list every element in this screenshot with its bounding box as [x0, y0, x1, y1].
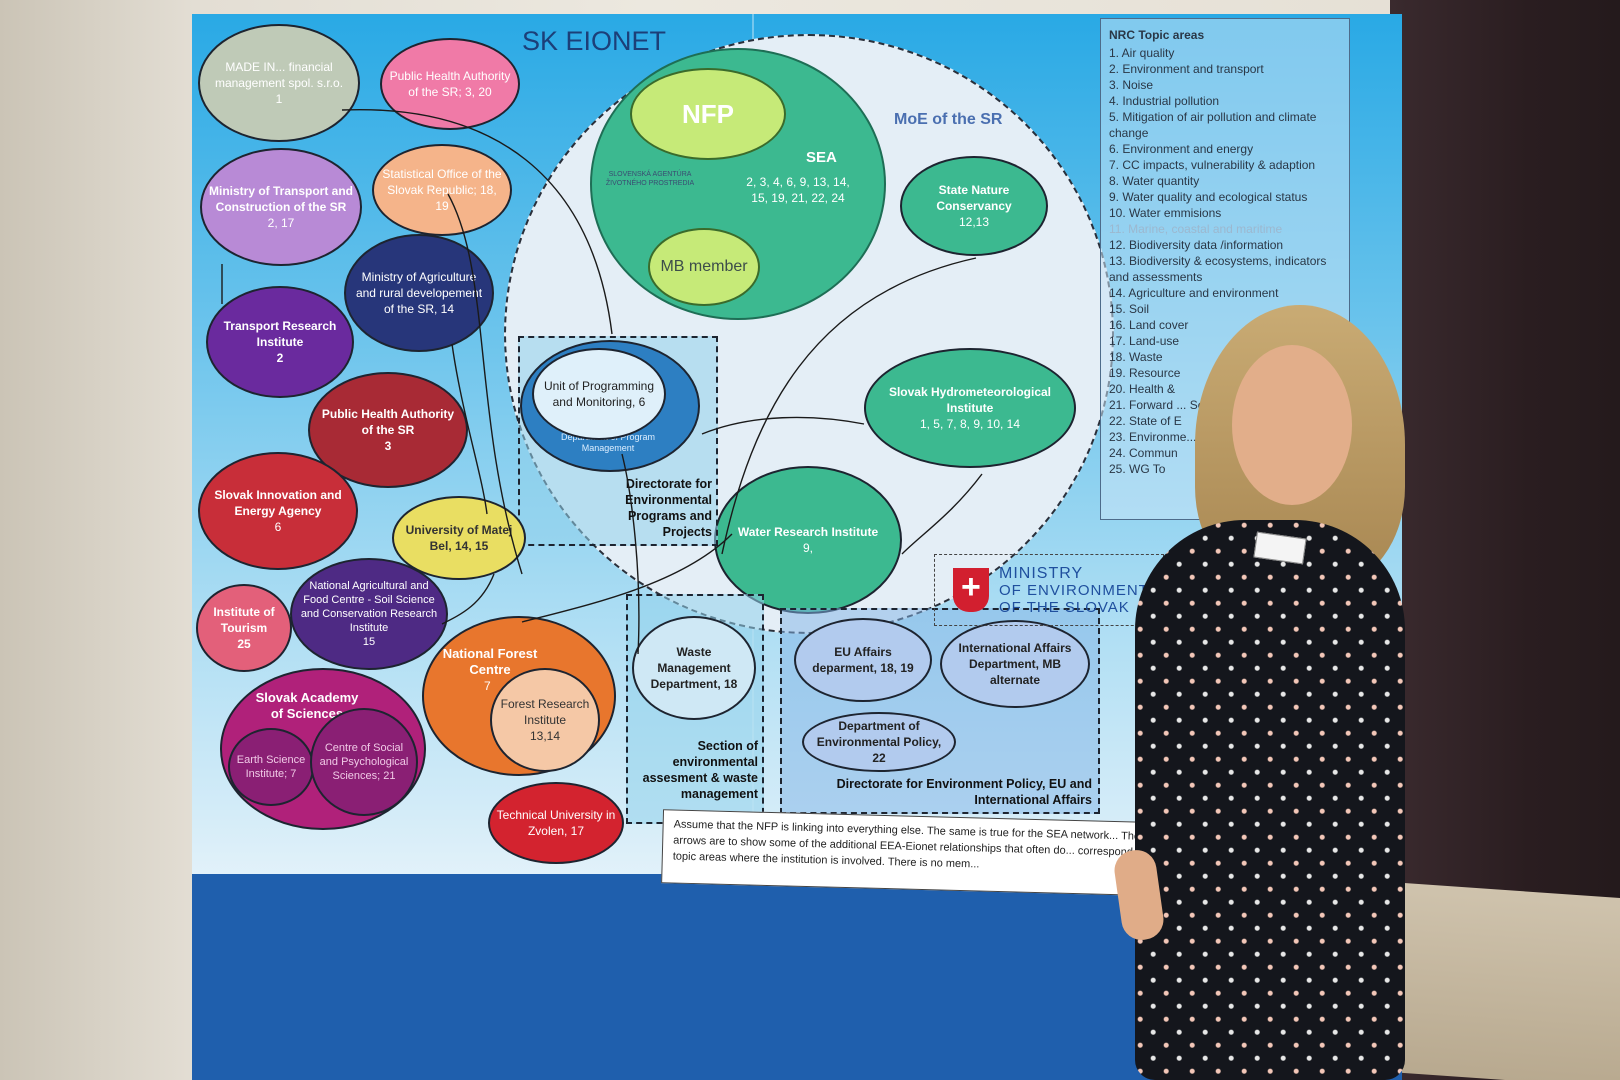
- eu-affairs-ellipse: EU Affairs deparment, 18, 19: [794, 618, 932, 702]
- earth-science-ellipse: Earth Science Institute; 7: [228, 728, 314, 806]
- intl-affairs-ellipse: International Affairs Department, MB alt…: [940, 620, 1090, 708]
- stat-office-ellipse: Statistical Office of the Slovak Republi…: [372, 144, 512, 236]
- person-face: [1232, 345, 1352, 505]
- pha-faint-ellipse: Public Health Authority of the SR; 3, 20: [380, 38, 520, 130]
- umb-ellipse: University of Matej Bel, 14, 15: [392, 496, 526, 580]
- slovak-crest-icon: [953, 568, 989, 612]
- sea-logo-text: SLOVENSKÁ AGENTÚRA ŽIVOTNÉHO PROSTREDIA: [605, 171, 695, 187]
- social-psych-ellipse: Centre of Social and Psychological Scien…: [310, 708, 418, 816]
- nfp-ellipse: NFP: [630, 68, 786, 160]
- mb-member-ellipse: MB member: [648, 228, 760, 306]
- person-dress: [1135, 520, 1405, 1080]
- section-env-label: Section of environmental assesment & was…: [642, 739, 758, 801]
- topics-title: NRC Topic areas: [1109, 28, 1205, 42]
- ministry-logo: MINISTRY OF ENVIRONMENT OF THE SLOVAK: [934, 554, 1164, 626]
- table-surface: [1390, 881, 1620, 1080]
- poster-title: SK EIONET: [522, 26, 667, 56]
- unit-programming-ellipse: Unit of Programming and Monitoring, 6: [532, 348, 666, 440]
- waste-dept-ellipse: Waste Management Department, 18: [632, 616, 756, 720]
- tuzvo-ellipse: Technical University in Zvolen, 17: [488, 782, 624, 864]
- made-in-ellipse: MADE IN... financial management spol. s.…: [198, 24, 360, 142]
- directorate-policy-label: Directorate for Environment Policy, EU a…: [836, 777, 1092, 807]
- nppc-ellipse: National Agricultural and Food Centre - …: [290, 558, 448, 670]
- relationship-arrows: [221, 108, 983, 655]
- env-policy-ellipse: Department of Environmental Policy, 22: [802, 712, 956, 772]
- moe-label: MoE of the SR: [894, 111, 1003, 128]
- ministry-transport-ellipse: Ministry of Transport and Construction o…: [200, 148, 362, 266]
- directorate-env-programs-label: Directorate for Environmental Programs a…: [625, 477, 712, 539]
